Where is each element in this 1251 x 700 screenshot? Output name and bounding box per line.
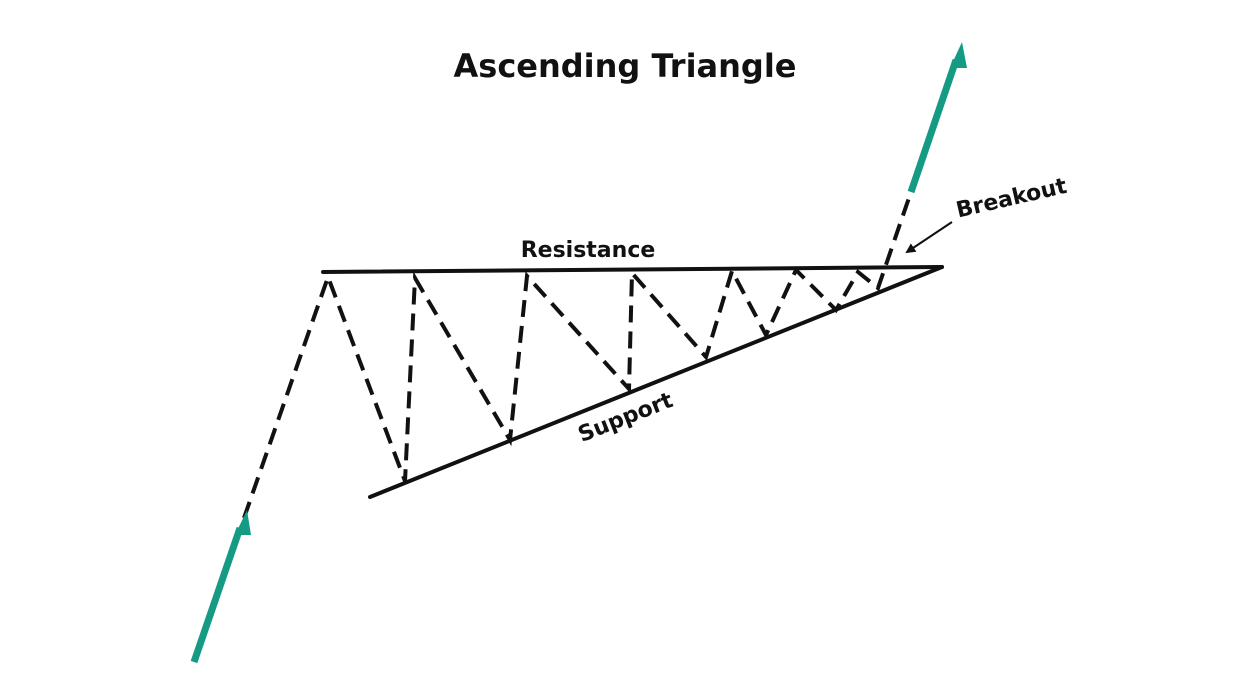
breakout-pointer-arrow-icon xyxy=(905,221,953,254)
resistance-label: Resistance xyxy=(521,238,656,263)
support-label: Support xyxy=(575,388,677,448)
breakout-label: Breakout xyxy=(954,174,1070,224)
price-path-dashed xyxy=(242,191,913,519)
diagram-title: Ascending Triangle xyxy=(454,47,797,85)
breakout-arrow-head xyxy=(950,42,967,68)
incoming-trend-arrow-icon xyxy=(190,510,251,664)
incoming-trend-arrow-shaft xyxy=(190,526,244,664)
incoming-trend-arrow-head xyxy=(235,510,251,535)
support-line xyxy=(368,265,944,499)
resistance-line xyxy=(321,265,944,274)
breakout-arrow-shaft xyxy=(907,58,960,194)
breakout-arrow-icon xyxy=(907,42,967,194)
